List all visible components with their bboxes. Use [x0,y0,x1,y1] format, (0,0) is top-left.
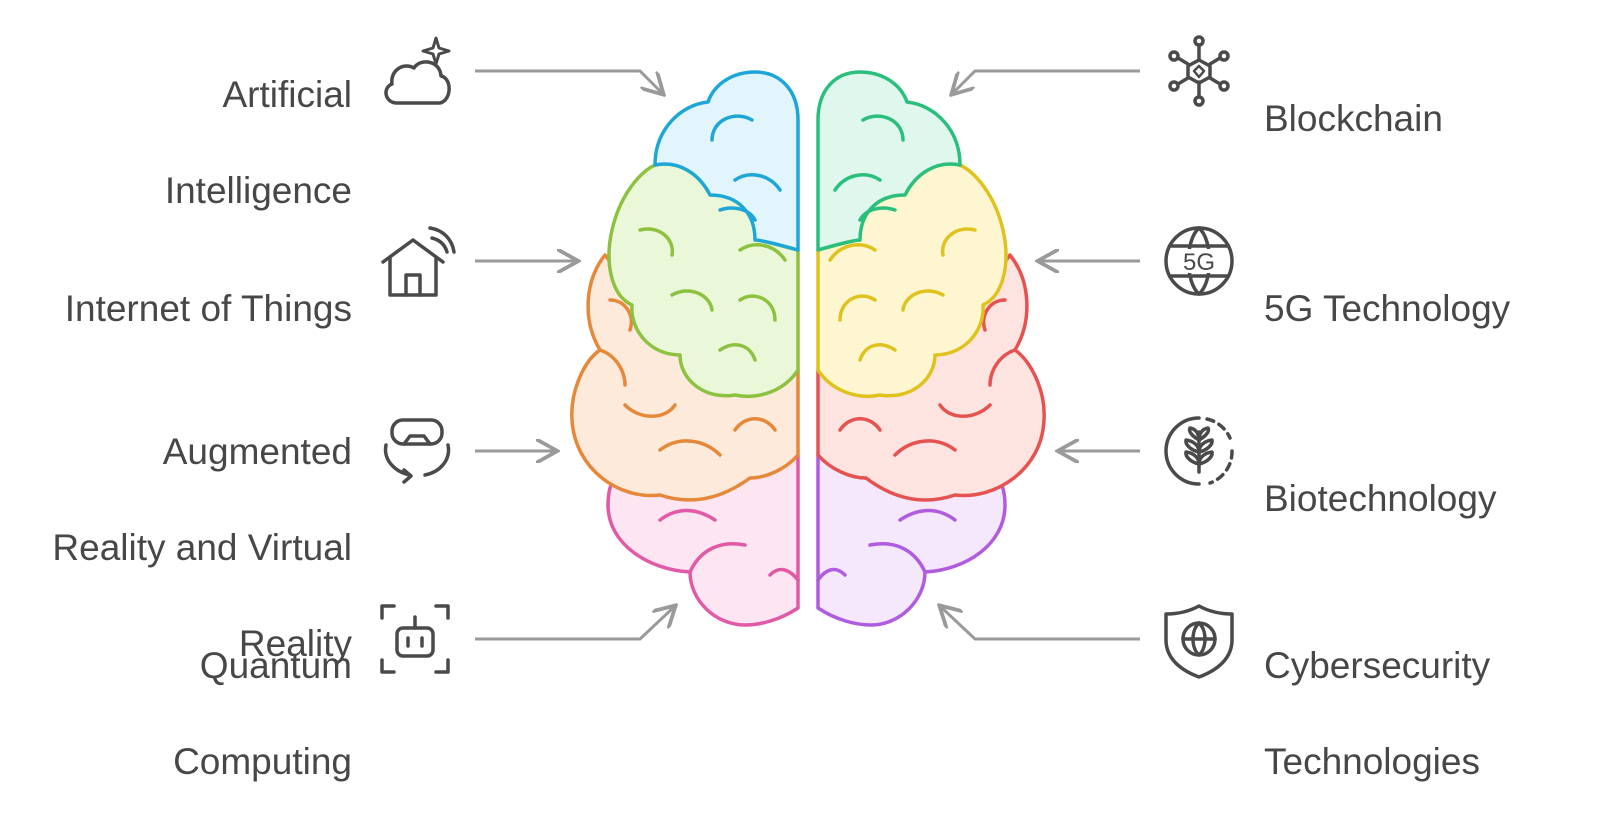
brain-right-hemisphere [816,70,1046,627]
arrow-quantum-computing [475,607,674,641]
robot-chip-icon [380,604,450,674]
shield-globe-icon [1164,604,1234,679]
brain-diagram: 5G [380,35,1234,679]
label-augmented-virtual-reality: Augmented Reality and Virtual Reality [52,431,352,664]
label-5g-technology: 5G Technology [1264,288,1511,329]
5g-globe-icon: 5G [1164,226,1234,296]
brain-region-green [816,70,962,252]
brain-left-hemisphere [570,70,800,627]
arrow-blockchain [953,69,1140,93]
label-blockchain: Blockchain [1264,98,1443,139]
cloud-sparkle-icon [384,36,451,105]
connector-arrows [475,69,1140,641]
plant-leaf-icon [1164,416,1234,486]
label-internet-of-things: Internet of Things [64,288,352,329]
arrow-artificial-intelligence [475,69,662,93]
vr-headset-icon [383,418,451,484]
blockchain-network-icon [1168,35,1230,107]
5g-icon-text: 5G [1183,249,1215,276]
label-artificial-intelligence: Artificial Intelligence [164,74,352,211]
label-biotechnology: Biotechnology [1264,478,1497,519]
arrow-cybersecurity-technologies [941,607,1140,641]
brain-region-blue [653,70,800,252]
smart-home-icon [381,226,456,297]
